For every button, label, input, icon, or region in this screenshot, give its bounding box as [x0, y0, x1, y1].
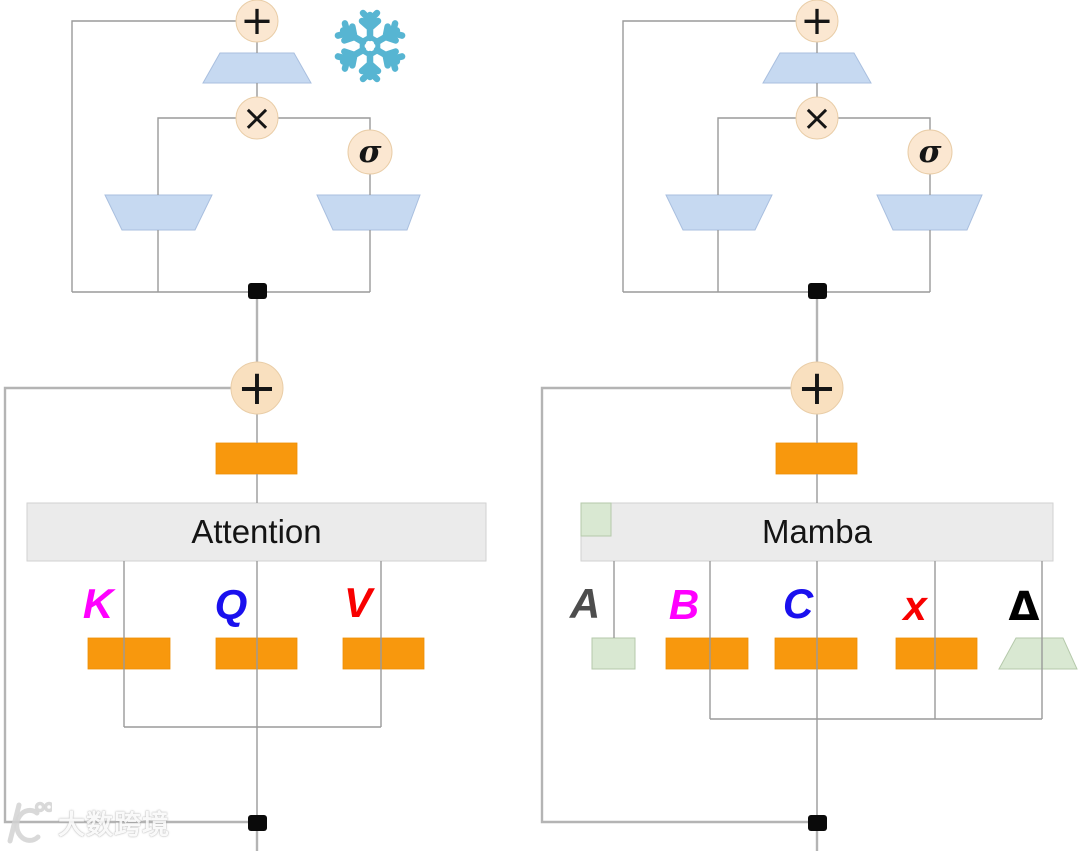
junction-node: [808, 815, 827, 831]
attention-bar-label: Attention: [191, 513, 322, 550]
k-proj: [87, 637, 171, 670]
q-label: Q: [214, 581, 248, 628]
junction-node: [248, 815, 267, 831]
add-circle: [235, 0, 279, 43]
add-circle: [795, 0, 839, 43]
a-param-square: [591, 637, 636, 670]
add-operator: +: [800, 0, 834, 44]
c-label: C: [782, 580, 814, 627]
add-operator: +: [240, 0, 274, 44]
delta-label: Δ: [1008, 584, 1040, 630]
k-label: K: [82, 580, 114, 627]
add-circle: [790, 361, 844, 415]
sigma-circle: [907, 129, 953, 175]
b-proj: [665, 637, 749, 670]
sigma-operator: σ: [918, 134, 942, 170]
add-circle: [230, 361, 284, 415]
mlp-up-proj-left: [316, 194, 421, 231]
snowflake-icon: [334, 9, 406, 83]
mamba-out-proj: [775, 442, 858, 475]
multiply-circle: [795, 96, 839, 140]
add-operator: +: [236, 360, 278, 416]
multiply-operator: ×: [241, 97, 273, 139]
mlp-down-proj-left: [202, 52, 312, 84]
wire-mlp-residual-left: [71, 20, 236, 292]
wire-attn-residual-left: [3, 386, 248, 824]
wire: [717, 117, 796, 195]
delta-proj-trapezoid: [998, 637, 1078, 670]
b-label: B: [668, 581, 700, 628]
x-proj: [895, 637, 978, 670]
multiply-circle: [235, 96, 279, 140]
mamba-bar-label: Mamba: [761, 513, 873, 550]
mlp-gate-proj-right: [665, 194, 773, 231]
v-label: V: [343, 579, 372, 626]
multiply-operator: ×: [801, 97, 833, 139]
mlp-gate-proj-left: [104, 194, 213, 231]
junction-node: [808, 283, 827, 299]
a-label: A: [569, 580, 601, 627]
attention-out-proj: [215, 442, 298, 475]
v-proj: [342, 637, 425, 670]
mlp-up-proj-right: [876, 194, 983, 231]
wire-mlp-residual-right: [622, 20, 796, 292]
x-label: x: [903, 582, 927, 629]
junction-node: [248, 283, 267, 299]
mamba-bar-green-square: [580, 502, 612, 537]
wire: [278, 117, 371, 130]
mlp-down-proj-right: [762, 52, 872, 84]
wire: [838, 117, 931, 130]
attention-bar: [26, 502, 487, 562]
wire-mamba-residual-right: [540, 386, 808, 824]
sigma-circle: [347, 129, 393, 175]
c-proj: [774, 637, 858, 670]
sigma-operator: σ: [358, 134, 382, 170]
add-operator: +: [796, 360, 838, 416]
wire: [157, 117, 236, 195]
